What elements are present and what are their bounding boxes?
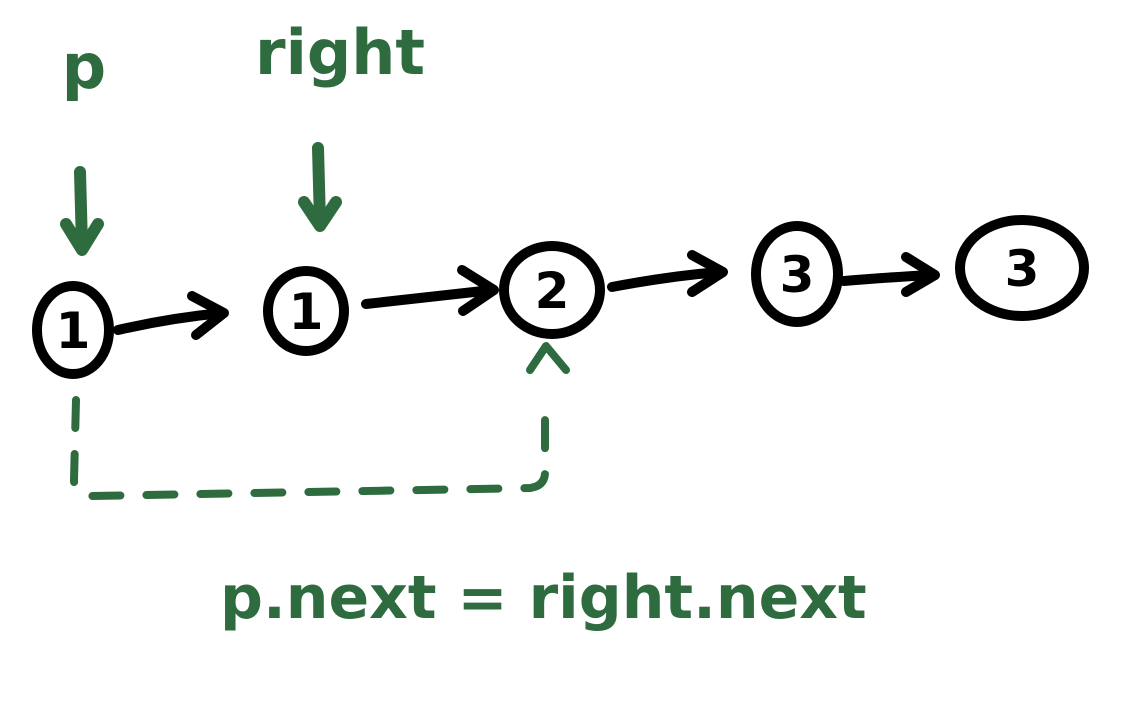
node-3-circle	[751, 221, 843, 327]
pointer-right-label: right	[255, 16, 425, 89]
node-2-label: 2	[535, 262, 570, 320]
link-arrow-1-2	[361, 265, 499, 316]
node-1-label: 1	[289, 283, 324, 341]
node-0-label: 1	[56, 302, 91, 360]
node-3: 3	[751, 221, 843, 327]
node-3-label: 3	[780, 246, 815, 304]
node-4-circle	[955, 215, 1089, 321]
node-2: 2	[499, 241, 605, 339]
rewire-dashed-arrow	[70, 342, 570, 500]
pointer-p-arrow	[60, 166, 104, 256]
pointer-right-arrow	[298, 142, 342, 232]
node-2-circle	[499, 241, 605, 339]
node-1-circle	[263, 266, 349, 356]
link-arrow-2-3	[607, 250, 728, 297]
link-arrow-0-1	[113, 291, 229, 340]
node-4-label: 3	[1005, 240, 1040, 298]
node-1: 1	[263, 266, 349, 356]
node-0: 1	[32, 281, 114, 379]
pointer-p-label: p	[62, 30, 106, 103]
node-4: 3	[955, 215, 1089, 321]
assignment-annotation: p.next = right.next	[220, 563, 867, 633]
link-arrow-3-4	[839, 252, 940, 297]
node-0-circle	[32, 281, 114, 379]
